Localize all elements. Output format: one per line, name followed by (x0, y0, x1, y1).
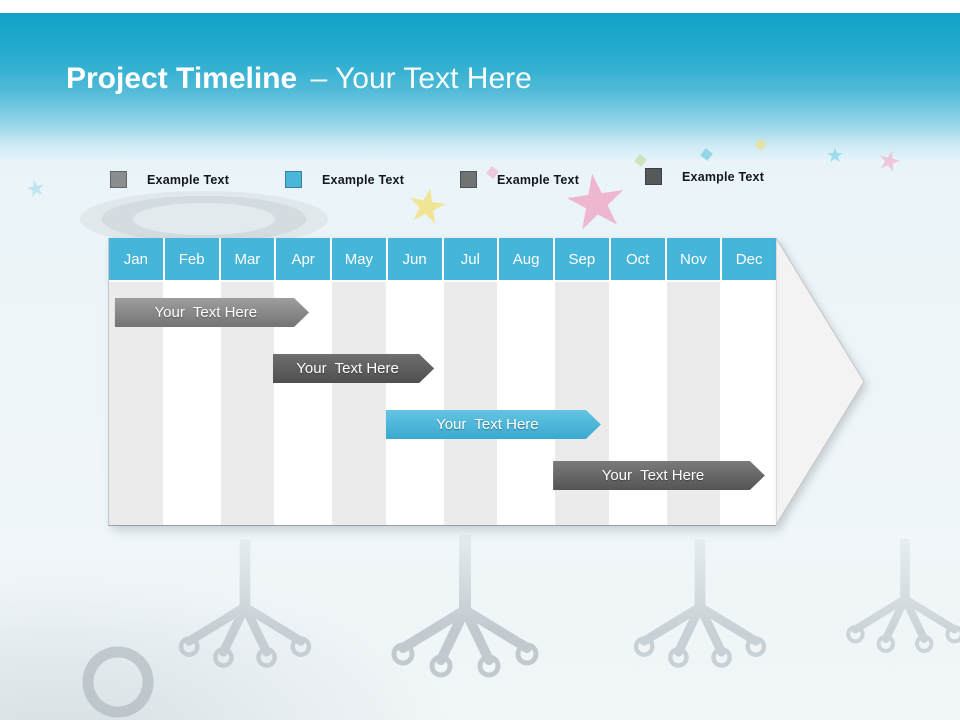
legend-item: Example Text (110, 171, 229, 188)
month-header-cell: May (332, 238, 386, 282)
month-header-cell: Mar (220, 238, 275, 282)
legend-item: Example Text (460, 171, 579, 188)
task-bar-label: Your Text Here (436, 416, 539, 433)
task-bar: Your Text Here (386, 410, 601, 439)
task-bar: Your Text Here (115, 298, 310, 327)
legend-label: Example Text (322, 172, 405, 187)
task-bar: Your Text Here (553, 461, 765, 490)
month-header-cell: Jun (387, 238, 442, 282)
month-column-stripe (499, 282, 553, 525)
month-header-cell: Oct (610, 238, 665, 282)
month-header-cell: Sep (555, 238, 609, 282)
month-column-stripe (443, 282, 498, 525)
task-bar: Your Text Here (273, 354, 434, 383)
cyan-star-icon: ★ (826, 145, 844, 167)
month-header-cell: Apr (276, 238, 330, 282)
month-header-cell: Dec (722, 238, 776, 282)
disc-decoration (80, 191, 328, 247)
timeline-arrow-head-icon (776, 238, 865, 525)
task-bar-label: Your Text Here (154, 304, 258, 321)
legend-swatch (645, 168, 662, 185)
task-bar-label: Your Text Here (601, 467, 705, 484)
month-column: Jun (387, 238, 444, 525)
title-secondary: – Your Text Here (310, 62, 532, 95)
legend: Example Text Example Text Example Text E… (0, 168, 960, 193)
month-header-cell: Jan (109, 238, 163, 282)
legend-item: Example Text (285, 171, 404, 188)
slide-title: Project Timeline – Your Text Here (66, 62, 532, 96)
month-header-cell: Aug (499, 238, 553, 282)
header-gradient-band (0, 13, 960, 163)
month-column: Aug (499, 238, 555, 525)
legend-label: Example Text (147, 172, 230, 187)
month-column-stripe (332, 282, 386, 525)
task-bar-label: Your Text Here (296, 360, 399, 377)
title-primary: Project Timeline (66, 62, 298, 95)
legend-swatch (285, 171, 302, 188)
legend-item: Example Text (645, 168, 764, 185)
month-header-cell: Jul (443, 238, 498, 282)
legend-swatch (460, 171, 477, 188)
legend-label: Example Text (497, 172, 580, 187)
month-header-cell: Nov (666, 238, 721, 282)
month-column: Jul (443, 238, 500, 525)
legend-swatch (110, 171, 127, 188)
month-column-stripe (387, 282, 442, 525)
legend-label: Example Text (682, 169, 765, 184)
month-header-cell: Feb (164, 238, 219, 282)
